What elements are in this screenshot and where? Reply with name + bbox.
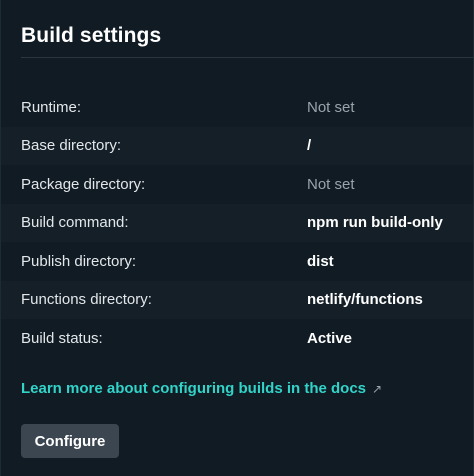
setting-label: Runtime: bbox=[21, 98, 82, 116]
setting-label: Publish directory: bbox=[21, 252, 137, 270]
setting-value: / bbox=[307, 137, 312, 155]
settings-row-build-command: Build command: npm run build-only bbox=[1, 203, 473, 242]
settings-row-publish-directory: Publish directory: dist bbox=[1, 242, 473, 281]
settings-row-functions-directory: Functions directory: netlify/functions bbox=[1, 280, 473, 319]
setting-value: Not set bbox=[307, 175, 355, 193]
docs-link[interactable]: Learn more about configuring builds in t… bbox=[21, 380, 382, 397]
settings-row-runtime: Runtime: Not set bbox=[1, 88, 473, 127]
docs-link-text: Learn more about configuring builds in t… bbox=[21, 380, 367, 397]
title-divider bbox=[21, 57, 473, 58]
setting-value: Active bbox=[307, 329, 353, 347]
settings-row-package-directory: Package directory: Not set bbox=[1, 165, 473, 204]
settings-row-base-directory: Base directory: / bbox=[1, 126, 473, 165]
external-arrow-icon: ↗ bbox=[372, 381, 383, 396]
settings-row-build-status: Build status: Active bbox=[1, 319, 473, 358]
setting-value: npm run build-only bbox=[307, 214, 443, 232]
configure-button[interactable]: Configure bbox=[21, 424, 119, 458]
section-title: Build settings bbox=[21, 24, 162, 47]
setting-value: dist bbox=[307, 252, 334, 270]
setting-label: Package directory: bbox=[21, 175, 146, 193]
setting-label: Build command: bbox=[21, 214, 129, 232]
setting-label: Build status: bbox=[21, 329, 103, 347]
settings-list: Runtime: Not set Base directory: / Packa… bbox=[1, 88, 473, 358]
setting-value: Not set bbox=[307, 98, 355, 116]
setting-label: Base directory: bbox=[21, 137, 122, 155]
setting-value: netlify/functions bbox=[307, 291, 423, 309]
setting-label: Functions directory: bbox=[21, 291, 152, 309]
